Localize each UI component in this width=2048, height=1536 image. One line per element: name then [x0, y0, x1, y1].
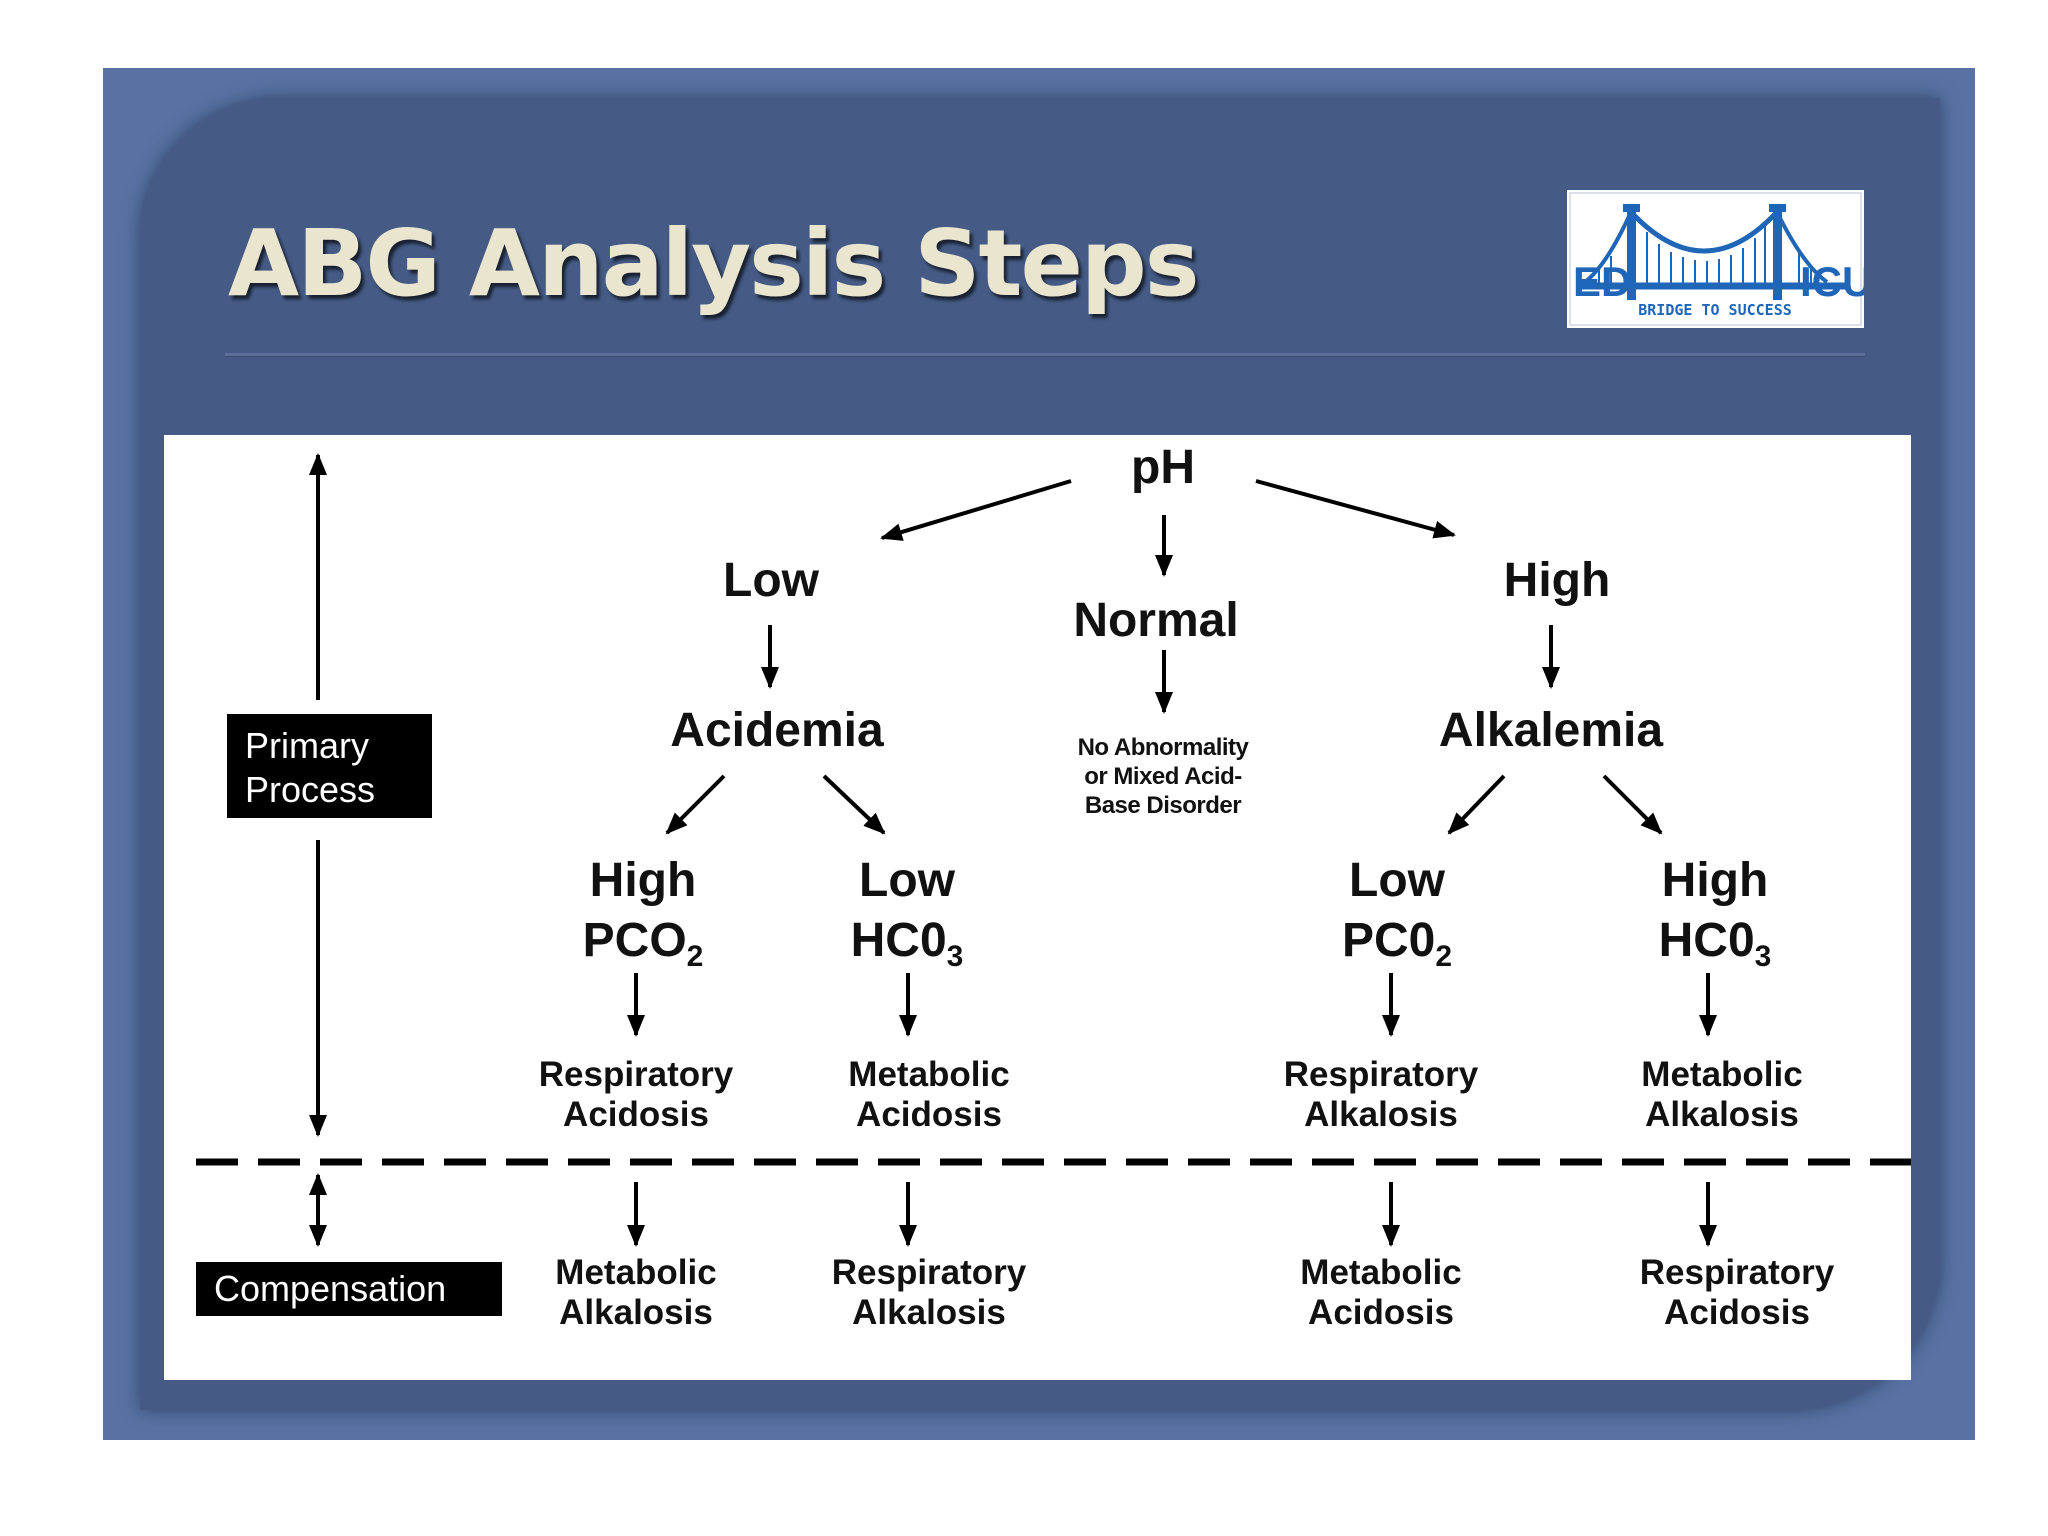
primary-process-label-line1: Primary — [245, 725, 369, 766]
high-pco2-line1: High — [589, 854, 697, 907]
node-normal: Normal — [1073, 594, 1239, 647]
high-hco3-line1: High — [1661, 854, 1769, 907]
node-respiratory-alkalosis: Respiratory Alkalosis — [1284, 1055, 1479, 1135]
comp-metabolic-alkalosis-line1: Metabolic — [555, 1253, 717, 1292]
node-ph: pH — [1131, 441, 1195, 494]
flowchart-arrows — [196, 453, 1911, 1247]
arrow-acidemia-to-low-hco3 — [822, 774, 886, 835]
node-metabolic-alkalosis: Metabolic Alkalosis — [1641, 1055, 1802, 1135]
arrow-acidemia-to-high-pco2 — [665, 774, 726, 835]
node-high: High — [1503, 554, 1611, 607]
node-comp-metabolic-acidosis: Metabolic Acidosis — [1300, 1253, 1461, 1333]
node-comp-respiratory-acidosis: Respiratory Acidosis — [1640, 1253, 1835, 1333]
node-no-abnormality: No Abnormality or Mixed Acid- Base Disor… — [1078, 733, 1249, 820]
node-respiratory-acidosis: Respiratory Acidosis — [539, 1055, 734, 1135]
low-hco3-line1: Low — [859, 854, 955, 907]
logo-tagline: BRIDGE TO SUCCESS — [1638, 301, 1792, 319]
comp-respiratory-alkalosis-line1: Respiratory — [831, 1253, 1027, 1292]
arrow-alkalemia-to-low-pco2 — [1447, 774, 1506, 835]
metabolic-acidosis-line2: Acidosis — [856, 1095, 1002, 1134]
title-divider — [225, 353, 1865, 357]
comp-respiratory-acidosis-line2: Acidosis — [1664, 1293, 1810, 1332]
no-abnormality-line3: Base Disorder — [1084, 792, 1242, 819]
comp-respiratory-acidosis-line1: Respiratory — [1639, 1253, 1835, 1292]
high-pco2-subscript: 2 — [686, 940, 704, 973]
no-abnormality-line2: or Mixed Acid- — [1084, 763, 1242, 790]
node-low-pco2: Low PC02 — [1341, 851, 1453, 973]
ed-icu-logo: ED ICU BRIDGE TO SUCCESS — [1567, 190, 1864, 328]
slide-title: ABG Analysis Steps — [228, 210, 1199, 317]
high-hco3-line2: HC03 — [1658, 911, 1772, 973]
abg-flowchart: Primary Process Compensation pH Low Norm… — [164, 435, 1911, 1380]
node-low: Low — [723, 554, 819, 607]
comp-metabolic-acidosis-line2: Acidosis — [1308, 1293, 1454, 1332]
low-pco2-formula: PC0 — [1341, 914, 1436, 967]
comp-metabolic-acidosis-line1: Metabolic — [1300, 1253, 1462, 1292]
high-hco3-subscript: 3 — [1754, 940, 1772, 973]
low-hco3-formula: HC0 — [850, 914, 947, 967]
comp-metabolic-alkalosis-line2: Alkalosis — [559, 1293, 713, 1332]
node-comp-metabolic-alkalosis: Metabolic Alkalosis — [555, 1253, 716, 1333]
node-low-hco3: Low HC03 — [850, 851, 964, 973]
respiratory-acidosis-line1: Respiratory — [538, 1055, 734, 1094]
arrow-ph-to-high — [1255, 479, 1456, 539]
low-hco3-subscript: 3 — [946, 940, 964, 973]
arrow-alkalemia-to-high-hco3 — [1602, 774, 1663, 835]
high-pco2-line2: PCO2 — [582, 911, 704, 973]
node-high-hco3: High HC03 — [1658, 851, 1772, 973]
logo-ed-text: ED — [1573, 258, 1631, 305]
bridge-logo-icon: ED ICU BRIDGE TO SUCCESS — [1569, 192, 1864, 326]
primary-process-label: Primary Process — [227, 714, 432, 818]
node-alkalemia: Alkalemia — [1438, 704, 1664, 757]
node-comp-respiratory-alkalosis: Respiratory Alkalosis — [832, 1253, 1027, 1333]
node-high-pco2: High PCO2 — [582, 851, 704, 973]
no-abnormality-line1: No Abnormality — [1077, 734, 1249, 761]
logo-icu-text: ICU — [1800, 258, 1864, 305]
low-pco2-line1: Low — [1349, 854, 1445, 907]
comp-respiratory-alkalosis-line2: Alkalosis — [852, 1293, 1006, 1332]
metabolic-acidosis-line1: Metabolic — [848, 1055, 1010, 1094]
respiratory-alkalosis-line1: Respiratory — [1283, 1055, 1479, 1094]
respiratory-alkalosis-line2: Alkalosis — [1304, 1095, 1458, 1134]
node-acidemia: Acidemia — [670, 704, 884, 757]
arrow-ph-to-low — [880, 479, 1072, 541]
high-hco3-formula: HC0 — [1658, 914, 1755, 967]
low-pco2-line2: PC02 — [1341, 911, 1453, 973]
low-hco3-line2: HC03 — [850, 911, 964, 973]
compensation-label: Compensation — [196, 1262, 502, 1316]
primary-process-label-line2: Process — [245, 769, 376, 810]
node-metabolic-acidosis: Metabolic Acidosis — [848, 1055, 1009, 1135]
respiratory-acidosis-line2: Acidosis — [563, 1095, 709, 1134]
metabolic-alkalosis-line1: Metabolic — [1641, 1055, 1803, 1094]
metabolic-alkalosis-line2: Alkalosis — [1645, 1095, 1799, 1134]
high-pco2-formula: PCO — [582, 914, 687, 967]
low-pco2-subscript: 2 — [1435, 940, 1453, 973]
